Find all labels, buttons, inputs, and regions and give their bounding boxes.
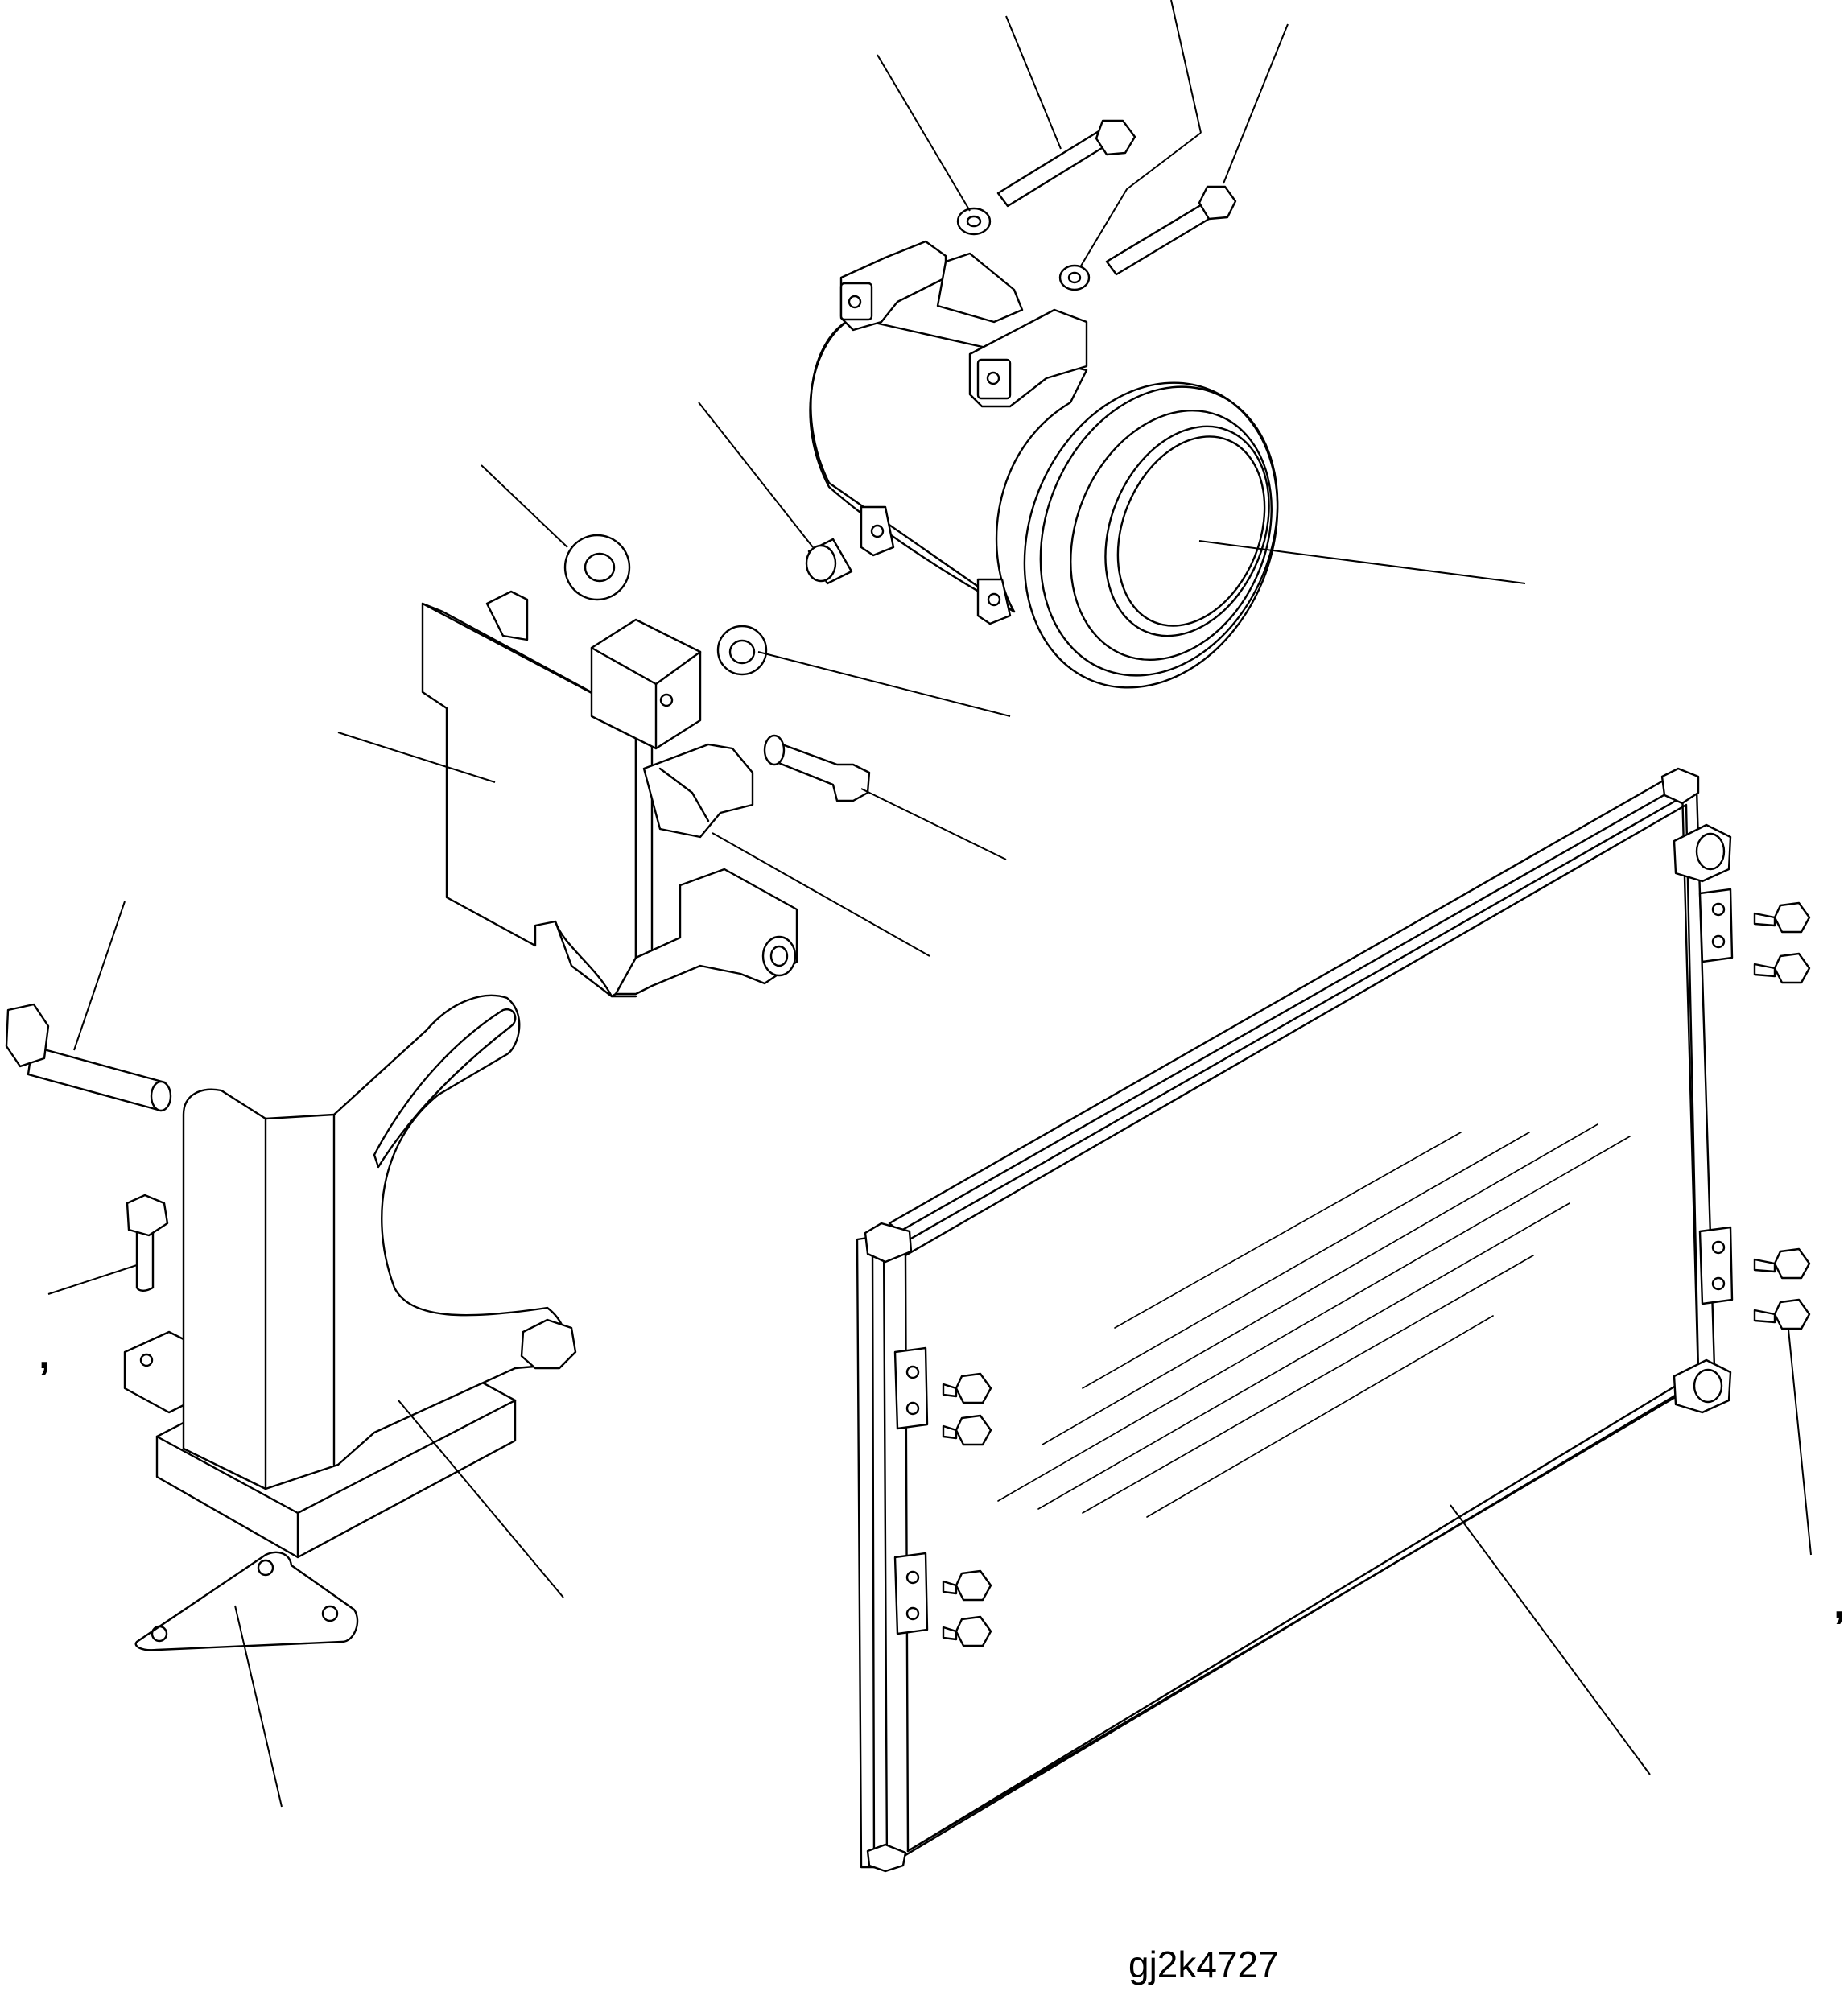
flange-bolt (763, 734, 871, 802)
leader-lines (47, 0, 1812, 1808)
long-bolt (996, 119, 1136, 208)
plate (134, 1551, 359, 1651)
mounting-bracket (123, 994, 577, 1559)
flange-bolt (942, 1569, 992, 1602)
compressor-bracket (421, 590, 798, 998)
flange-bolt (1753, 1247, 1811, 1280)
spacer (805, 538, 853, 585)
washer (716, 625, 768, 676)
flange-bolt (942, 1414, 992, 1446)
long-bolt (5, 1003, 172, 1112)
washer (1058, 264, 1091, 291)
drawing-id-label: gj2k4727 (1128, 1944, 1279, 1985)
flange-bolt (1753, 952, 1811, 984)
flange-bolt (942, 1615, 992, 1647)
flange-bolt (1753, 901, 1811, 934)
long-bolt (1105, 185, 1237, 276)
compressor (809, 240, 1279, 689)
flange-bolt (942, 1372, 992, 1404)
flange-bolt (1753, 1298, 1811, 1330)
condenser (856, 767, 1734, 1873)
variant-mark: , (1834, 1581, 1845, 1627)
washer (563, 534, 631, 601)
flange-bolt (126, 1194, 169, 1292)
washer (956, 207, 992, 236)
variant-mark: , (39, 1331, 50, 1378)
